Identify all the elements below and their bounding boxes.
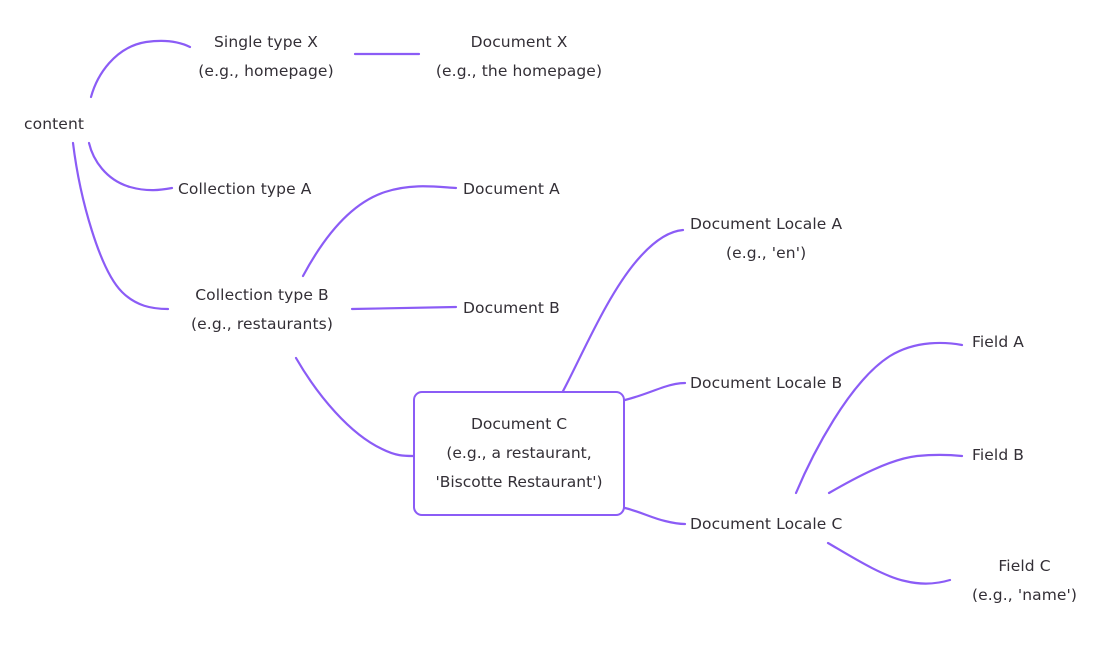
edge-content-to-collection-type-b — [71, 141, 170, 311]
node-single-type-x[interactable]: Single type X (e.g., homepage) — [198, 28, 333, 86]
node-field-b-label: Field B — [972, 446, 1025, 464]
node-field-b[interactable]: Field B — [972, 441, 1024, 470]
node-collection-type-b-sublabel: (e.g., restaurants) — [191, 315, 333, 333]
edge-document-locale-c-to-field-a — [794, 341, 964, 495]
node-document-a-label: Document A — [463, 180, 560, 198]
node-content-label: content — [24, 115, 85, 133]
node-field-c-sublabel: (e.g., 'name') — [972, 586, 1078, 604]
edge-content-to-collection-type-a — [87, 141, 174, 192]
node-document-locale-a-sublabel: (e.g., 'en') — [725, 244, 807, 262]
node-single-type-x-sublabel: (e.g., homepage) — [198, 62, 334, 80]
edge-document-c-to-document-locale-b — [623, 381, 687, 402]
node-document-x[interactable]: Document X (e.g., the homepage) — [436, 28, 602, 86]
node-collection-type-a[interactable]: Collection type A — [178, 175, 311, 204]
node-document-c-sublabel2: 'Biscotte Restaurant') — [435, 473, 603, 491]
node-document-b[interactable]: Document B — [463, 294, 560, 323]
edge-document-c-to-document-locale-a — [560, 228, 685, 395]
node-document-a[interactable]: Document A — [463, 175, 560, 204]
node-document-b-label: Document B — [463, 299, 560, 317]
node-document-x-label: Document X — [470, 33, 568, 51]
node-document-locale-c-label: Document Locale C — [690, 515, 843, 533]
node-document-locale-c[interactable]: Document Locale C — [690, 510, 842, 539]
edge-document-locale-c-to-field-b — [827, 453, 964, 495]
node-collection-type-a-label: Collection type A — [178, 180, 312, 198]
edge-collection-type-b-to-document-a — [301, 185, 458, 278]
node-single-type-x-label: Single type X — [213, 33, 319, 51]
node-field-c[interactable]: Field C (e.g., 'name') — [972, 552, 1077, 610]
edge-collection-type-b-to-document-c — [294, 356, 415, 458]
node-document-locale-b-label: Document Locale B — [690, 374, 843, 392]
node-content[interactable]: content — [24, 110, 84, 139]
node-document-c-sublabel: (e.g., a restaurant, — [446, 444, 592, 462]
node-document-c[interactable]: Document C (e.g., a restaurant, 'Biscott… — [413, 391, 625, 516]
node-document-locale-a-label: Document Locale A — [690, 215, 843, 233]
edge-document-locale-c-to-field-c — [826, 541, 952, 585]
node-field-c-label: Field C — [998, 557, 1051, 575]
node-field-a-label: Field A — [972, 333, 1025, 351]
node-document-c-label: Document C — [470, 415, 568, 433]
node-document-x-sublabel: (e.g., the homepage) — [435, 62, 603, 80]
node-document-locale-b[interactable]: Document Locale B — [690, 369, 842, 398]
edge-document-c-to-document-locale-c — [623, 506, 687, 526]
node-collection-type-b-label: Collection type B — [195, 286, 329, 304]
edge-content-to-single-type-x — [89, 39, 192, 99]
node-collection-type-b[interactable]: Collection type B (e.g., restaurants) — [191, 281, 333, 339]
node-document-locale-a[interactable]: Document Locale A (e.g., 'en') — [690, 210, 842, 268]
node-field-a[interactable]: Field A — [972, 328, 1024, 357]
edge-collection-type-b-to-document-b — [350, 305, 458, 311]
